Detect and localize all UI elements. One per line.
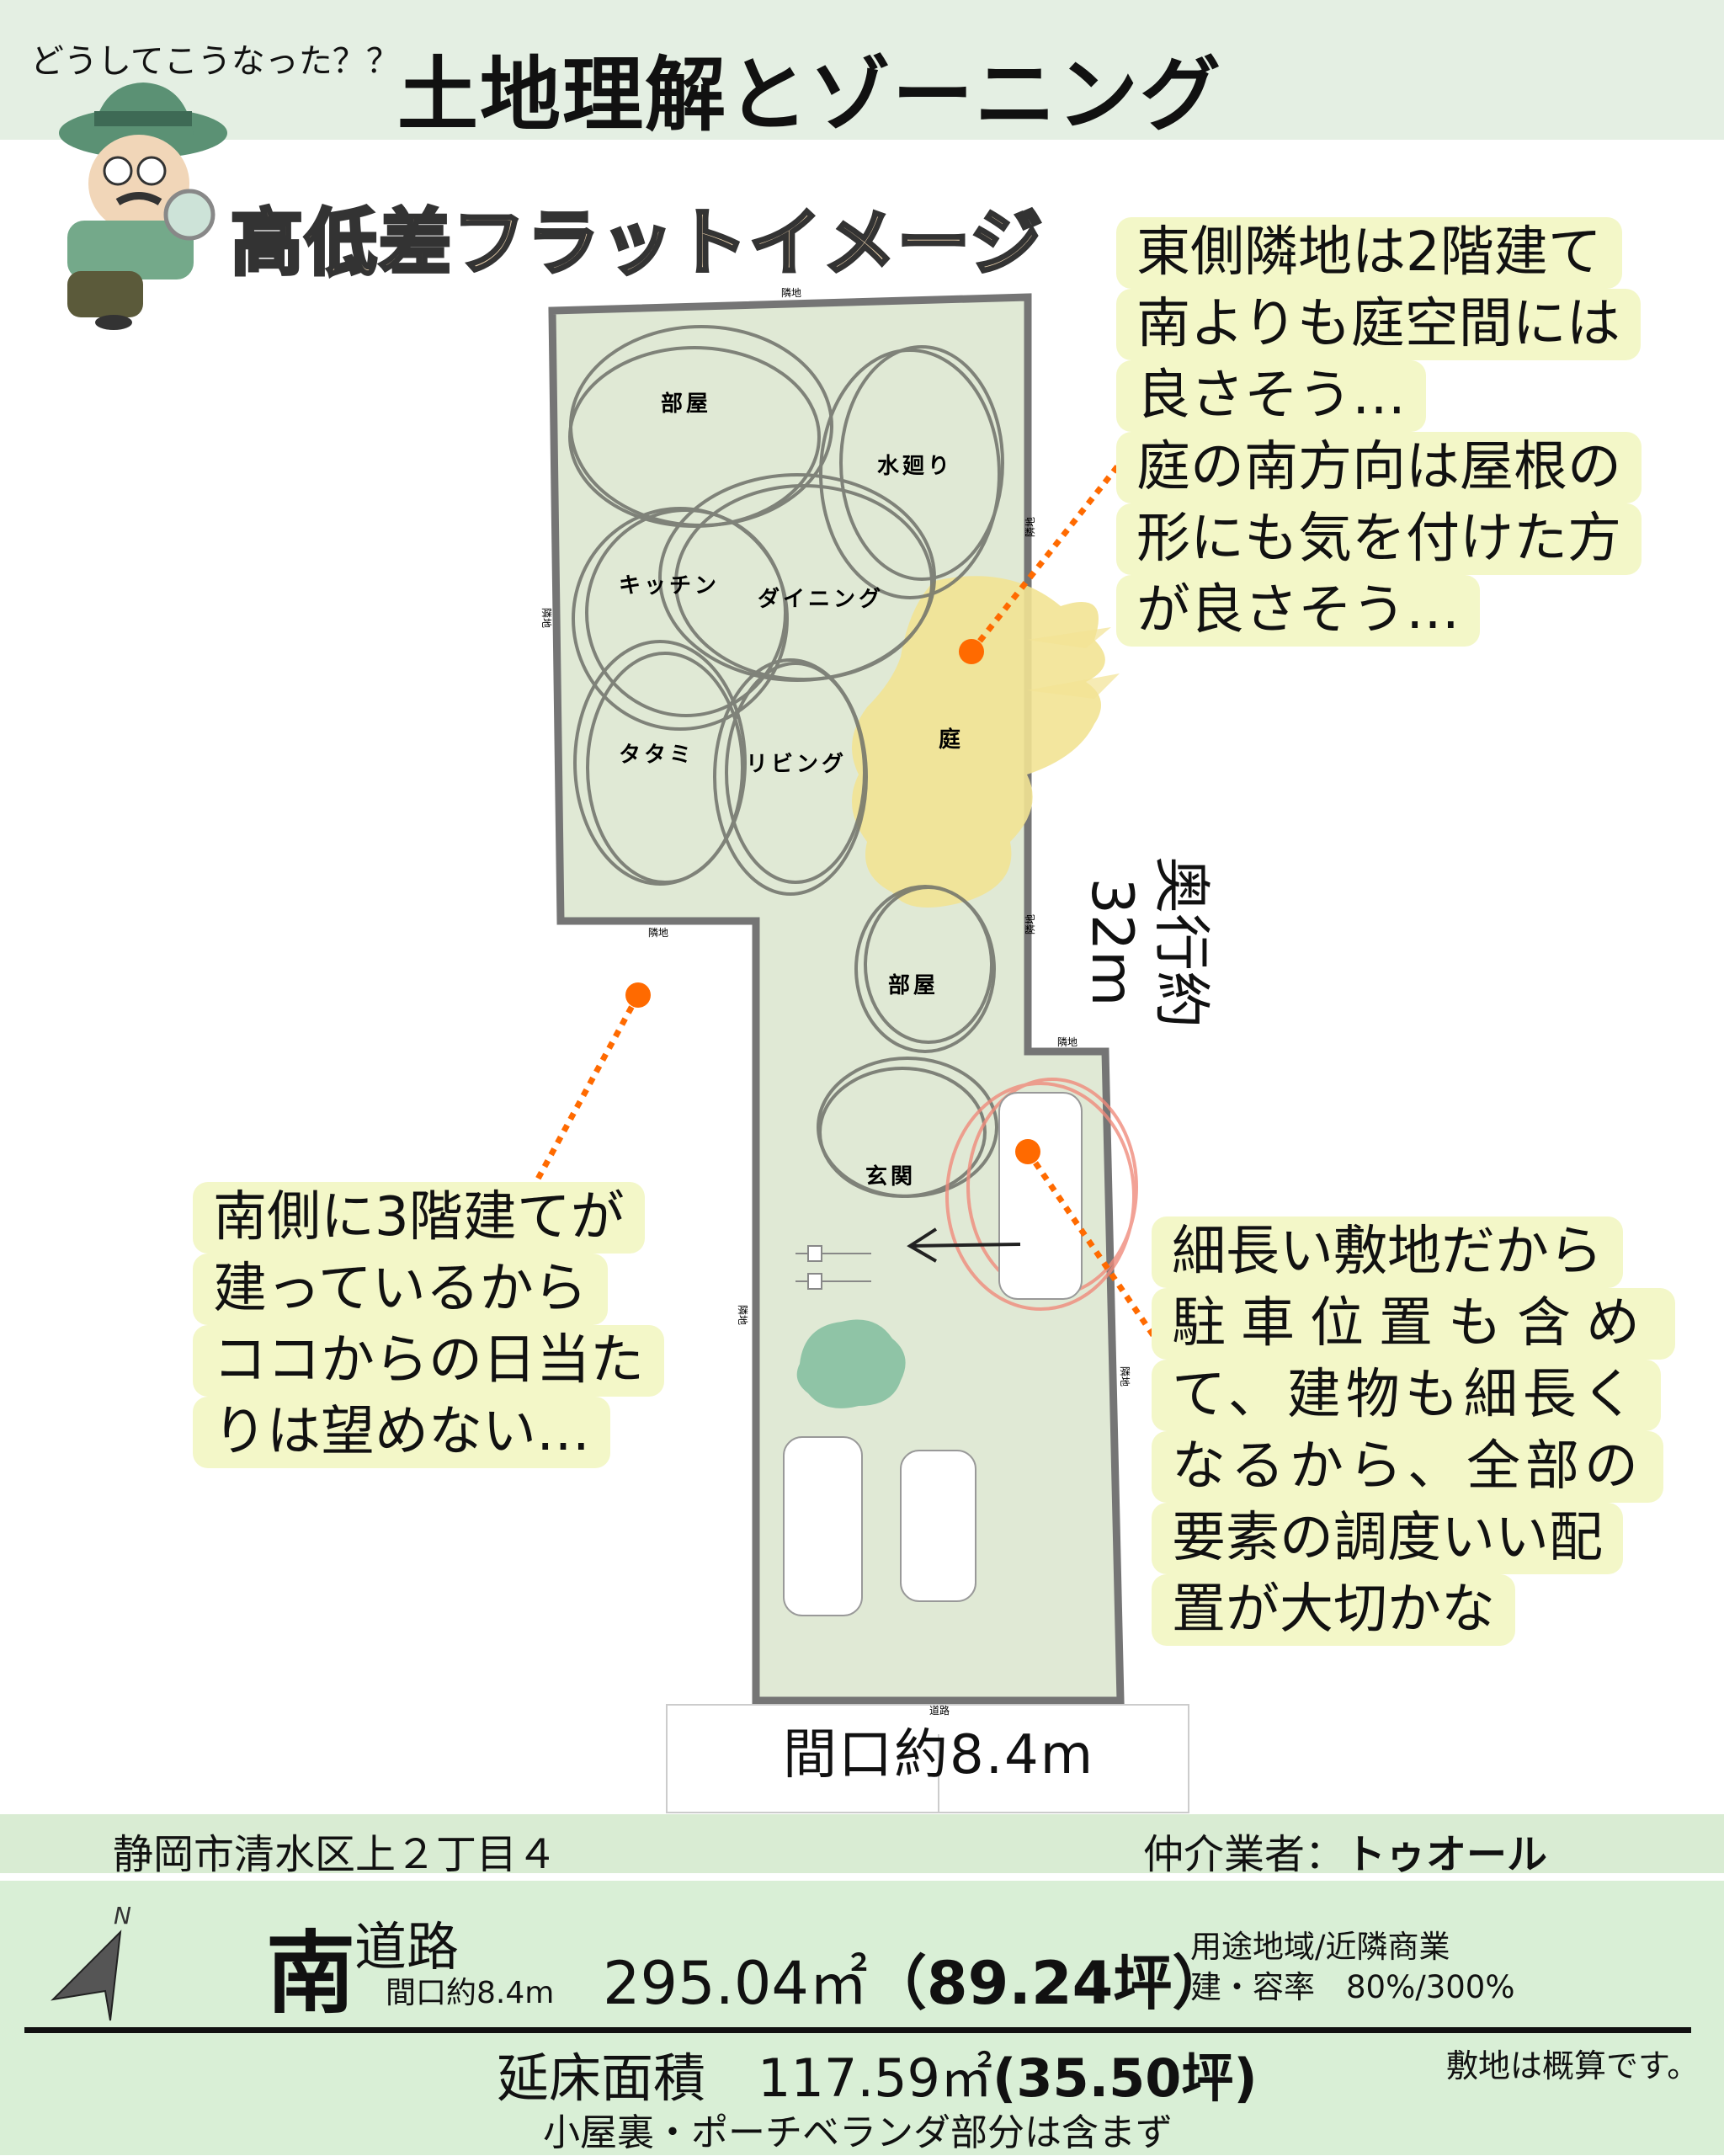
room-label: タタミ bbox=[619, 743, 694, 768]
coverage-ratio: 建・容率 80%/300% bbox=[1190, 1969, 1515, 2005]
land-area-tsubo: （89.24坪） bbox=[867, 1949, 1232, 2018]
pointer-dot bbox=[959, 639, 984, 664]
arrow-icon bbox=[907, 1227, 1021, 1263]
car-icons bbox=[783, 1092, 1083, 1616]
callout-pointers bbox=[533, 438, 1173, 1363]
pointer-dot bbox=[625, 982, 651, 1008]
callout-line: 東側隣地は2階建て bbox=[1116, 217, 1622, 289]
broker-name: トゥオール bbox=[1345, 1831, 1548, 1878]
zoning: 用途地域/近隣商業 bbox=[1190, 1929, 1450, 1965]
callout-south: 南側に3階建てが 建っているから ココからの日当た りは望めない… bbox=[193, 1182, 664, 1468]
road-frontage: 間口約8.4m bbox=[386, 1976, 555, 2010]
pointer-dot bbox=[1015, 1139, 1040, 1164]
boundary-label: 隣地 bbox=[540, 608, 553, 628]
room-label: リビング bbox=[746, 752, 847, 777]
garden-area bbox=[852, 576, 1105, 908]
header-band bbox=[0, 0, 1724, 140]
boundary-label: 隣地 bbox=[1024, 914, 1036, 934]
land-area-sqm: 295.04㎡ bbox=[603, 1949, 868, 2018]
subtitle: どうしてこうなった？？ bbox=[30, 42, 400, 81]
approx-note: 敷地は概算です。 bbox=[1446, 2047, 1700, 2084]
floor-area-label: 延床面積 bbox=[497, 2047, 706, 2109]
boundary-label-road: 道路 bbox=[929, 1704, 950, 1717]
callout-line: 要素の調度いい配 bbox=[1152, 1503, 1623, 1574]
callout-line: 建っているから bbox=[193, 1254, 608, 1325]
broker: 仲介業者：トゥオール bbox=[1143, 1821, 1547, 1880]
callout-line: 南よりも庭空間には bbox=[1116, 289, 1641, 360]
boundary-label: 隣地 bbox=[1119, 1366, 1131, 1387]
callout-line: ココからの日当た bbox=[193, 1325, 664, 1397]
floor-area: 延床面積 117.59㎡(35.50坪) bbox=[497, 2036, 1258, 2111]
boundary-label: 隣地 bbox=[1057, 1035, 1078, 1048]
room-label: 部屋 bbox=[661, 391, 711, 417]
zoning-circles bbox=[568, 325, 1004, 1198]
callout-line: 細長い敷地だから bbox=[1152, 1216, 1623, 1288]
section-title: 高低差フラットイメージ bbox=[229, 200, 1045, 287]
page-title: 土地理解とゾーニング bbox=[397, 48, 1222, 142]
callout-line: 駐車位置も含め bbox=[1152, 1288, 1675, 1360]
boundary-label: 隣地 bbox=[648, 926, 668, 939]
floor-area-note: 小屋裏・ポーチベランダ部分は含まず bbox=[543, 2111, 1173, 2154]
callout-line: 南側に3階建てが bbox=[193, 1182, 645, 1254]
road-direction: 南 bbox=[266, 1922, 355, 2026]
compass-label: N bbox=[114, 1902, 131, 1930]
floor-area-sqm: 117.59㎡ bbox=[758, 2047, 992, 2109]
room-label: 部屋 bbox=[888, 973, 939, 998]
callout-east: 東側隣地は2階建て 南よりも庭空間には 良さそう… 庭の南方向は屋根の 形にも気… bbox=[1116, 217, 1642, 647]
address: 静岡市清水区上２丁目４ bbox=[113, 1831, 558, 1878]
boundary-label: 隣地 bbox=[781, 286, 801, 299]
callout-line: 良さそう… bbox=[1116, 360, 1426, 432]
car-icon bbox=[783, 1436, 863, 1616]
car-icon bbox=[900, 1450, 976, 1602]
callout-line: なるから、全部の bbox=[1152, 1431, 1663, 1503]
boundary-label: 隣地 bbox=[1024, 517, 1036, 537]
callout-parking: 細長い敷地だから 駐車位置も含め て、建物も細長く なるから、全部の 要素の調度… bbox=[1152, 1216, 1675, 1646]
road-label: 道路 bbox=[354, 1916, 460, 1978]
address-band bbox=[0, 1814, 1724, 1873]
callout-line: 庭の南方向は屋根の bbox=[1116, 432, 1642, 503]
callout-line: りは望めない… bbox=[193, 1397, 610, 1468]
tree-icon bbox=[796, 1319, 906, 1408]
compass-north-icon: N bbox=[51, 1902, 131, 2021]
frontage-label: 間口約8.4m bbox=[783, 1724, 1095, 1786]
room-label: ダイニング bbox=[758, 586, 884, 612]
bicycle-icons bbox=[795, 1245, 871, 1290]
floor-area-tsubo: (35.50坪) bbox=[992, 2047, 1258, 2109]
callout-line: 形にも気を付けた方 bbox=[1116, 503, 1642, 575]
callout-line: て、建物も細長く bbox=[1152, 1360, 1661, 1431]
room-label: キッチン bbox=[619, 573, 720, 599]
road-area bbox=[666, 1704, 1189, 1813]
room-label: 水廻り bbox=[877, 454, 953, 479]
land-area: 295.04㎡（89.24坪） bbox=[603, 1936, 1231, 2021]
room-label: 玄関 bbox=[865, 1163, 916, 1190]
callout-line: が良さそう… bbox=[1116, 575, 1480, 647]
depth-label: 奥行約32m bbox=[1078, 855, 1214, 1028]
detective-illustration bbox=[59, 83, 227, 330]
broker-label: 仲介業者： bbox=[1143, 1831, 1346, 1878]
car-icon bbox=[998, 1092, 1083, 1300]
room-label: 庭 bbox=[939, 727, 964, 753]
boundary-label: 隣地 bbox=[737, 1305, 749, 1325]
info-band bbox=[0, 1881, 1724, 2155]
divider bbox=[24, 2027, 1691, 2033]
callout-line: 置が大切かな bbox=[1152, 1574, 1515, 1646]
